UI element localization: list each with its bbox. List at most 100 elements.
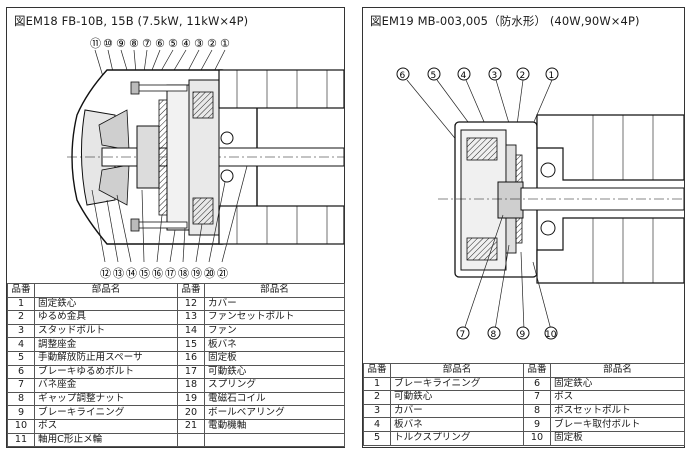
figure-em18-panel: 図EM18 FB-10B, 15B (7.5kW, 11kW×4P) ⑪ ⑩ ⑨… bbox=[6, 7, 345, 448]
part-name-cell: ギャップ調整ナット bbox=[34, 391, 178, 407]
top-callout-row: 6 5 4 3 2 1 bbox=[396, 67, 559, 81]
callout-21: ㉑ bbox=[217, 267, 228, 280]
part-name-cell: ボス bbox=[34, 418, 178, 434]
callout-19: ⑲ bbox=[191, 267, 202, 280]
column-header-name: 部品名 bbox=[390, 363, 524, 378]
part-name-cell: 板バネ bbox=[390, 417, 524, 432]
part-number-cell: 8 bbox=[523, 403, 551, 419]
bottom-callout-row: 7 8 9 10 bbox=[456, 326, 558, 340]
part-name-cell: ブレーキ取付ボルト bbox=[550, 417, 685, 432]
callout-11: ⑪ bbox=[90, 37, 101, 50]
callout-6: ⑥ bbox=[155, 37, 165, 50]
callout-7: 7 bbox=[460, 330, 466, 340]
callout-12: ⑫ bbox=[100, 267, 111, 280]
column-header-name: 部品名 bbox=[550, 363, 685, 378]
part-number-cell: 6 bbox=[523, 376, 551, 392]
part-name-cell: スプリング bbox=[204, 378, 345, 393]
part-name-cell: ブレーキゆるめボルト bbox=[34, 364, 178, 380]
part-number-cell: 17 bbox=[177, 364, 205, 380]
part-name-cell: カバー bbox=[390, 403, 524, 419]
brake-mb-cross-section-drawing: 6 5 4 3 2 1 bbox=[396, 67, 684, 340]
part-name-cell: 固定板 bbox=[204, 350, 345, 366]
table-header-row: 品番 部品名 品番 部品名 bbox=[7, 283, 345, 298]
part-number-cell: 20 bbox=[177, 405, 205, 420]
part-name-cell: ボス bbox=[550, 390, 685, 405]
part-number-cell: 11 bbox=[7, 432, 35, 448]
part-name-cell: ボスセットボルト bbox=[550, 403, 685, 419]
callout-7: ⑦ bbox=[142, 37, 152, 50]
callout-10: 10 bbox=[545, 330, 557, 340]
figure-em18-title: 図EM18 FB-10B, 15B (7.5kW, 11kW×4P) bbox=[14, 14, 249, 28]
part-number-cell: 1 bbox=[7, 296, 35, 312]
part-number-cell: 2 bbox=[363, 390, 391, 405]
part-number-cell: 19 bbox=[177, 391, 205, 407]
callout-17: ⑰ bbox=[165, 267, 176, 280]
part-number-cell: 1 bbox=[363, 376, 391, 392]
part-number-cell: 3 bbox=[7, 323, 35, 339]
callout-4: 4 bbox=[461, 71, 467, 81]
callout-2: ② bbox=[207, 37, 217, 50]
callout-5: 5 bbox=[431, 71, 437, 81]
part-number-cell bbox=[177, 432, 205, 448]
part-name-cell: ボールベアリング bbox=[204, 405, 345, 420]
part-name-cell: 電磁石コイル bbox=[204, 391, 345, 407]
part-number-cell: 7 bbox=[523, 390, 551, 405]
callout-15: ⑮ bbox=[139, 267, 150, 280]
part-number-cell: 13 bbox=[177, 310, 205, 325]
part-name-cell: ゆるめ金具 bbox=[34, 310, 178, 325]
part-number-cell: 4 bbox=[7, 337, 35, 352]
part-number-cell: 14 bbox=[177, 323, 205, 339]
part-name-cell: 電動機軸 bbox=[204, 418, 345, 434]
part-number-cell: 3 bbox=[363, 403, 391, 419]
callout-16: ⑯ bbox=[152, 267, 163, 280]
bottom-callout-row: ⑫ ⑬ ⑭ ⑮ ⑯ ⑰ ⑱ ⑲ ⑳ ㉑ bbox=[100, 267, 228, 280]
part-number-cell: 10 bbox=[523, 430, 551, 446]
column-header-name: 部品名 bbox=[34, 283, 178, 298]
callout-18: ⑱ bbox=[178, 267, 189, 280]
table-header-row: 品番 部品名 品番 部品名 bbox=[363, 363, 685, 378]
column-header-name: 部品名 bbox=[204, 283, 345, 298]
part-name-cell: トルクスプリング bbox=[390, 430, 524, 446]
column-header-no: 品番 bbox=[7, 283, 35, 298]
part-name-cell: 軸用C形止メ輪 bbox=[34, 432, 178, 448]
callout-13: ⑬ bbox=[113, 267, 124, 280]
callout-4: ④ bbox=[181, 37, 191, 50]
part-name-cell: 可動鉄心 bbox=[204, 364, 345, 380]
part-name-cell: バネ座金 bbox=[34, 378, 178, 393]
figure-em19-panel: 図EM19 MB-003,005（防水形） (40W,90W×4P) 6 5 4… bbox=[362, 7, 685, 448]
callout-20: ⑳ bbox=[204, 267, 215, 280]
part-number-cell: 15 bbox=[177, 337, 205, 352]
brake-fb-cross-section-drawing: ⑪ ⑩ ⑨ ⑧ ⑦ ⑥ ⑤ ④ ③ ② ① bbox=[67, 37, 344, 280]
part-number-cell: 2 bbox=[7, 310, 35, 325]
callout-2: 2 bbox=[520, 71, 526, 81]
column-header-no: 品番 bbox=[177, 283, 205, 298]
part-number-cell: 9 bbox=[7, 405, 35, 420]
part-name-cell bbox=[204, 432, 345, 448]
callout-1: ① bbox=[220, 37, 230, 50]
callout-3: ③ bbox=[194, 37, 204, 50]
part-name-cell: 可動鉄心 bbox=[390, 390, 524, 405]
part-number-cell: 18 bbox=[177, 378, 205, 393]
part-name-cell: 調整座金 bbox=[34, 337, 178, 352]
part-number-cell: 12 bbox=[177, 296, 205, 312]
figure-em19-title: 図EM19 MB-003,005（防水形） (40W,90W×4P) bbox=[370, 14, 640, 28]
part-name-cell: 固定鉄心 bbox=[550, 376, 685, 392]
callout-8: ⑧ bbox=[129, 37, 139, 50]
column-header-no: 品番 bbox=[523, 363, 551, 378]
part-number-cell: 8 bbox=[7, 391, 35, 407]
